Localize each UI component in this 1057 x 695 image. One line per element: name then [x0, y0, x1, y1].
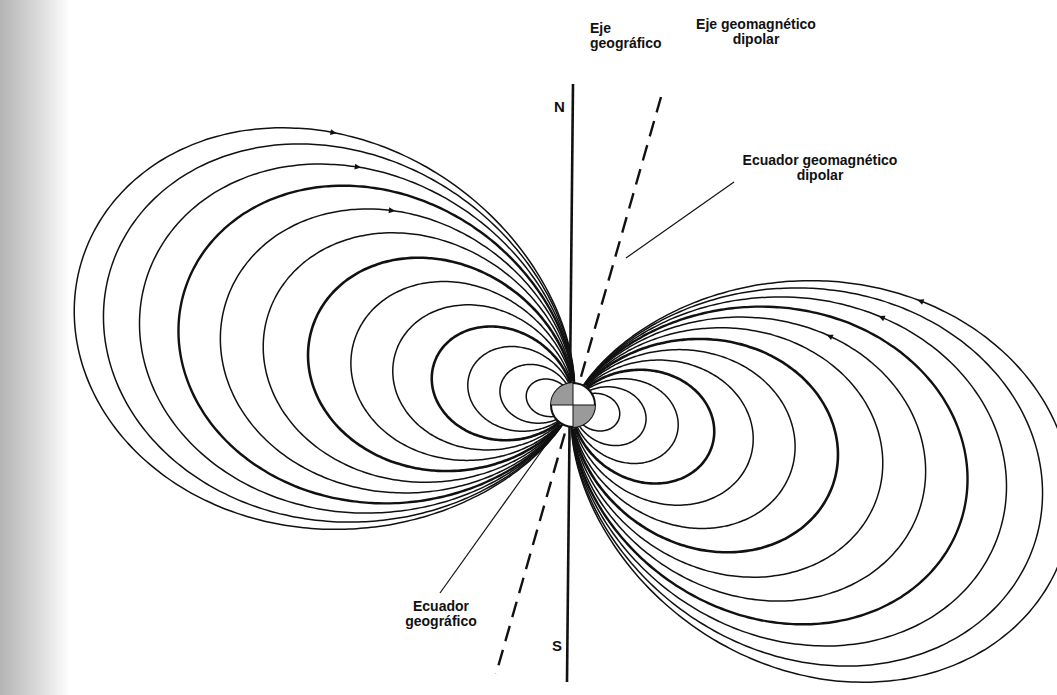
field-line [572, 288, 1043, 666]
field-line [572, 297, 1007, 646]
field-line [393, 305, 572, 450]
leader-line [440, 442, 548, 593]
axis-label: Eje geográfico [588, 20, 672, 53]
field-line [74, 128, 574, 530]
field-arrow [330, 129, 337, 135]
field-line [178, 186, 573, 504]
field-line [140, 164, 575, 513]
field-line [263, 233, 573, 482]
axis-label: Eje geomagnético dipolar [684, 16, 828, 49]
field-lines [74, 128, 1057, 683]
field-line [573, 317, 926, 601]
field-line [572, 307, 967, 625]
field-arrow [354, 164, 361, 170]
field-line [220, 209, 573, 493]
field-arrow [827, 335, 834, 340]
earth-globe [551, 383, 595, 427]
pole-letter: S [550, 637, 564, 656]
leader-line [626, 182, 734, 258]
field-arrow [879, 316, 886, 321]
field-line [574, 350, 795, 529]
scan-shadow [0, 0, 70, 695]
field-arrow [389, 207, 396, 213]
geomagnetic-axis [496, 97, 661, 674]
field-line [575, 360, 754, 505]
field-line [571, 281, 1057, 683]
pole-letter: N [552, 98, 567, 117]
field-line [103, 144, 574, 522]
field-arrow [917, 299, 924, 305]
field-line [468, 347, 569, 432]
field-line [351, 282, 572, 461]
equator-label: Ecuador geomagnético dipolar [738, 152, 902, 185]
field-line [573, 328, 883, 577]
equator-label: Ecuador geográfico [398, 598, 484, 631]
field-line [577, 379, 678, 464]
